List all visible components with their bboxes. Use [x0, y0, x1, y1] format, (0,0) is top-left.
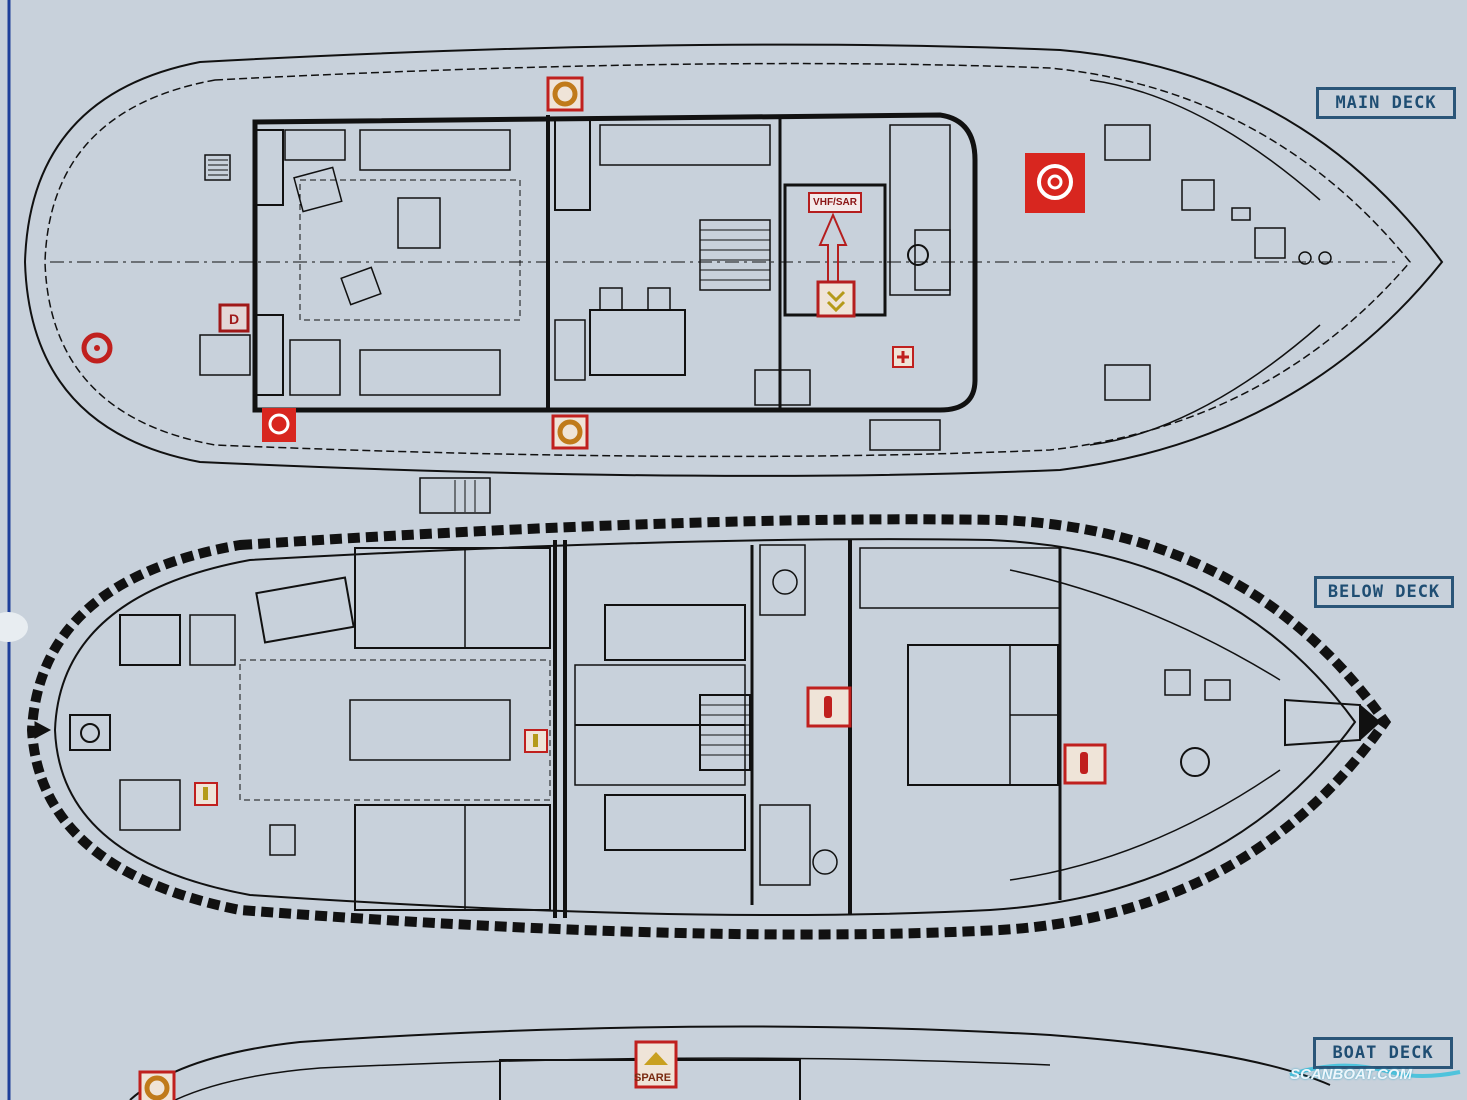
fire-hose-icon: [262, 408, 296, 442]
binder-hole: [0, 612, 28, 642]
first-aid-icon: [892, 346, 914, 368]
spare-label: SPARE: [634, 1072, 672, 1084]
muster-point-icon: [816, 212, 856, 318]
main-deck-label: MAIN DECK: [1316, 87, 1456, 119]
fire-extinguisher-icon: [194, 782, 218, 806]
fire-extinguisher-icon: [524, 729, 548, 753]
below-deck-plan: [26, 514, 1392, 940]
boat-deck-plan: [129, 1025, 1331, 1100]
lifebuoy-icon: [546, 76, 584, 112]
lifebuoy-icon: [551, 414, 589, 450]
fire-extinguisher-icon: [806, 686, 852, 728]
liferaft-icon: [634, 1040, 678, 1089]
below-deck-label: BELOW DECK: [1314, 576, 1454, 608]
boat-deck-label: BOAT DECK: [1313, 1037, 1453, 1069]
bollard-winch-icon: [81, 332, 113, 364]
main-deck-plan: [23, 43, 1444, 514]
fire-hose-icon: [1025, 153, 1085, 213]
diesel-marker-text: D: [229, 311, 239, 327]
diesel-marker: D: [218, 303, 250, 333]
fire-extinguisher-icon: [1063, 743, 1107, 785]
lifebuoy-icon: [138, 1070, 176, 1100]
vhf-sar-label: VHF/SAR: [808, 192, 862, 213]
watermark: SCANBOAT.COM: [1290, 1066, 1412, 1083]
